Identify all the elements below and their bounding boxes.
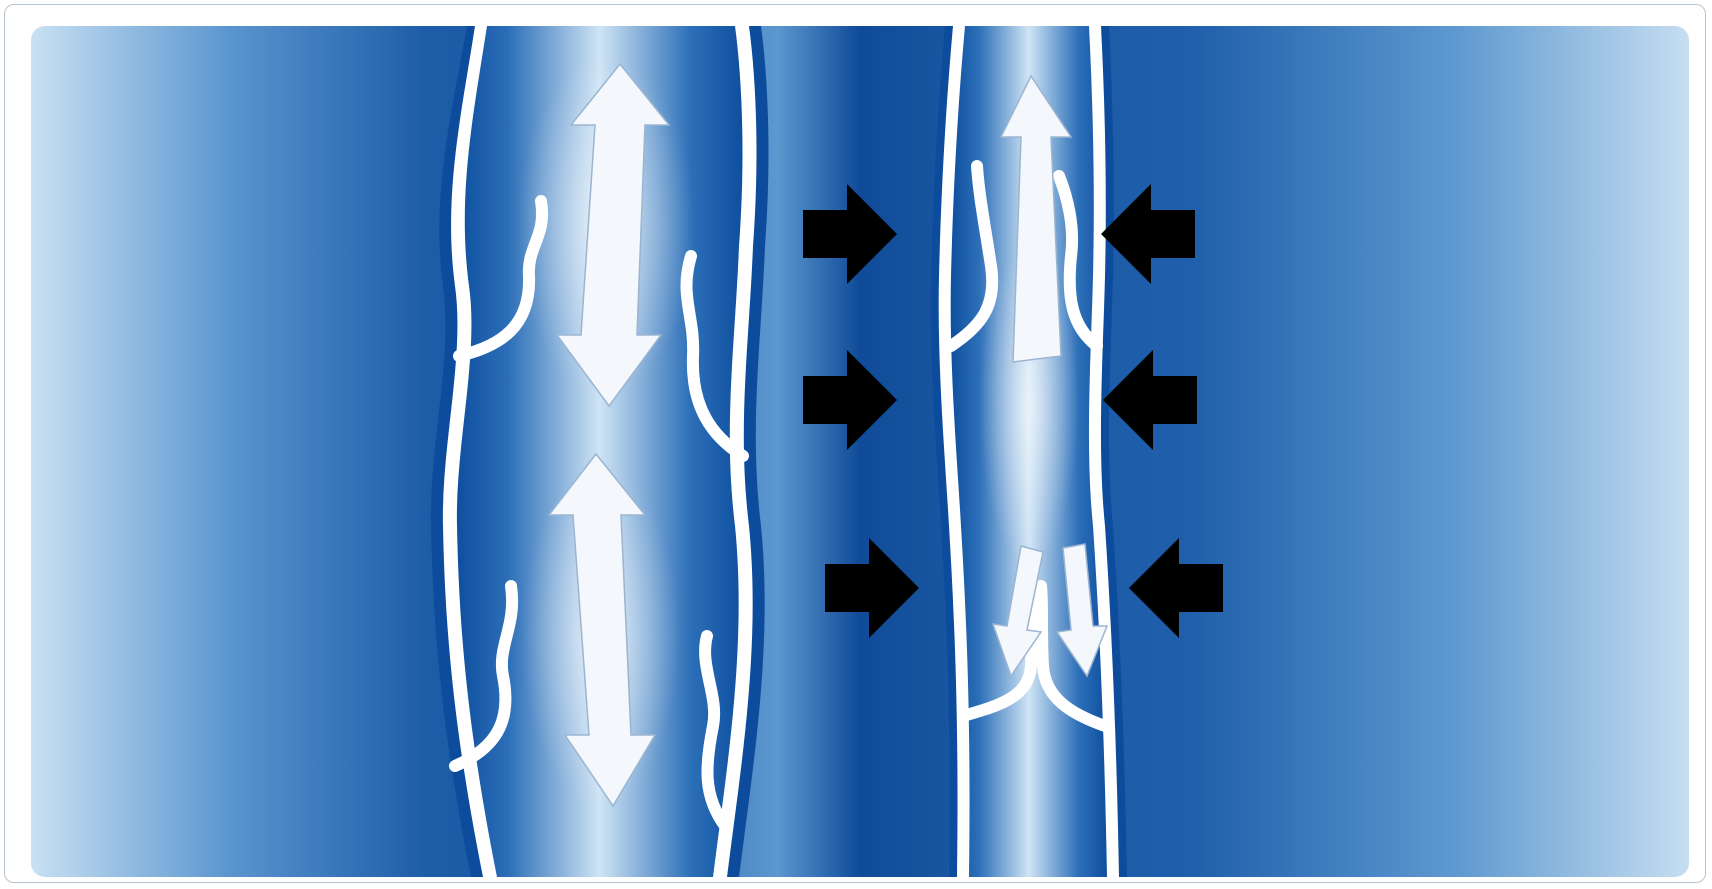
compressed-vein bbox=[931, 26, 1127, 877]
vein-valve-diagram bbox=[31, 26, 1689, 877]
relaxed-vein bbox=[431, 26, 769, 877]
tissue-background bbox=[31, 26, 1689, 877]
illustration-panel bbox=[31, 26, 1689, 877]
illustration-frame bbox=[4, 4, 1706, 883]
